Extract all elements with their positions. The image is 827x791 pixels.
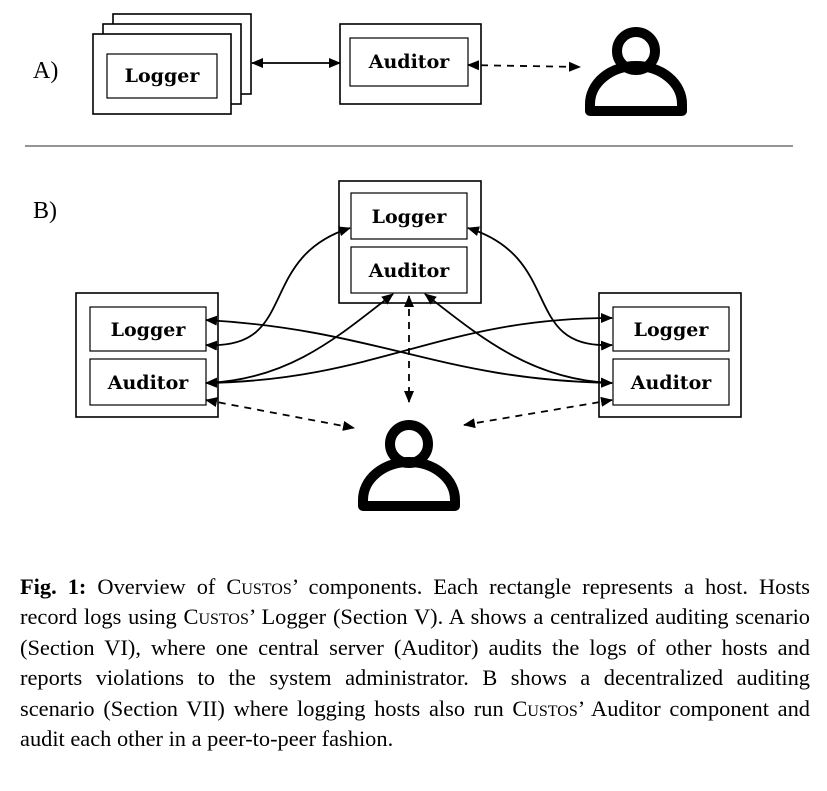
b-top-host: Logger Auditor <box>338 180 482 304</box>
a-logger-label: Logger <box>125 65 201 87</box>
b-left-logger-label: Logger <box>111 319 187 341</box>
figure-diagram: A) B) Logger Auditor <box>25 13 793 511</box>
b-left-auditor-label: Auditor <box>107 372 190 394</box>
b-right-admin-arrow <box>463 396 613 429</box>
b-right-logger-label: Logger <box>634 319 710 341</box>
b-top-auditor-label: Auditor <box>368 260 451 282</box>
b-left-to-top-auditor-arrow <box>205 293 394 388</box>
b-top-logger-to-right-arrow <box>467 226 613 351</box>
b-top-auditor-box <box>350 246 468 294</box>
figure-caption: Fig. 1: Overview of Custos’ components. … <box>20 572 810 754</box>
caption-text-4: ’ Auditor component and audit each other… <box>20 695 810 752</box>
a-auditor-label: Auditor <box>368 51 451 73</box>
b-right-auditor-box <box>612 358 730 406</box>
a-logger-host-stack: Logger <box>92 13 252 115</box>
caption-custos-2: Custos <box>183 604 249 630</box>
diagram-canvas: Logger Auditor Logger Auditor Logger <box>25 13 793 511</box>
a-auditor-box <box>349 37 469 87</box>
caption-fig-label: Fig. 1: <box>20 574 87 599</box>
b-right-auditor-label: Auditor <box>630 372 713 394</box>
b-left-admin-arrow <box>205 397 355 431</box>
a-auditor-host: Auditor <box>339 23 482 105</box>
b-right-host: Logger Auditor <box>598 292 742 418</box>
b-admin-person-icon <box>358 420 460 511</box>
a-admin-person-icon <box>585 27 687 116</box>
a-auditor-admin-arrow <box>467 60 581 72</box>
caption-text-3: ’ Logger (Section V). A shows a centrali… <box>20 604 810 721</box>
b-top-logger-box <box>350 192 468 240</box>
b-right-logger-box <box>612 306 730 352</box>
section-b-label: B) <box>33 198 57 224</box>
caption-custos-3: Custos <box>512 695 578 721</box>
b-left-auditor-box <box>89 358 207 406</box>
caption-custos-1: Custos <box>226 574 292 599</box>
section-a-label: A) <box>33 58 59 84</box>
b-top-logger-label: Logger <box>372 206 448 228</box>
caption-text-1: Overview of <box>86 574 227 599</box>
caption-text-2: ’ components. Each rectangle represents … <box>20 574 810 630</box>
b-left-host: Logger Auditor <box>75 292 219 418</box>
a-logger-box <box>106 53 218 99</box>
